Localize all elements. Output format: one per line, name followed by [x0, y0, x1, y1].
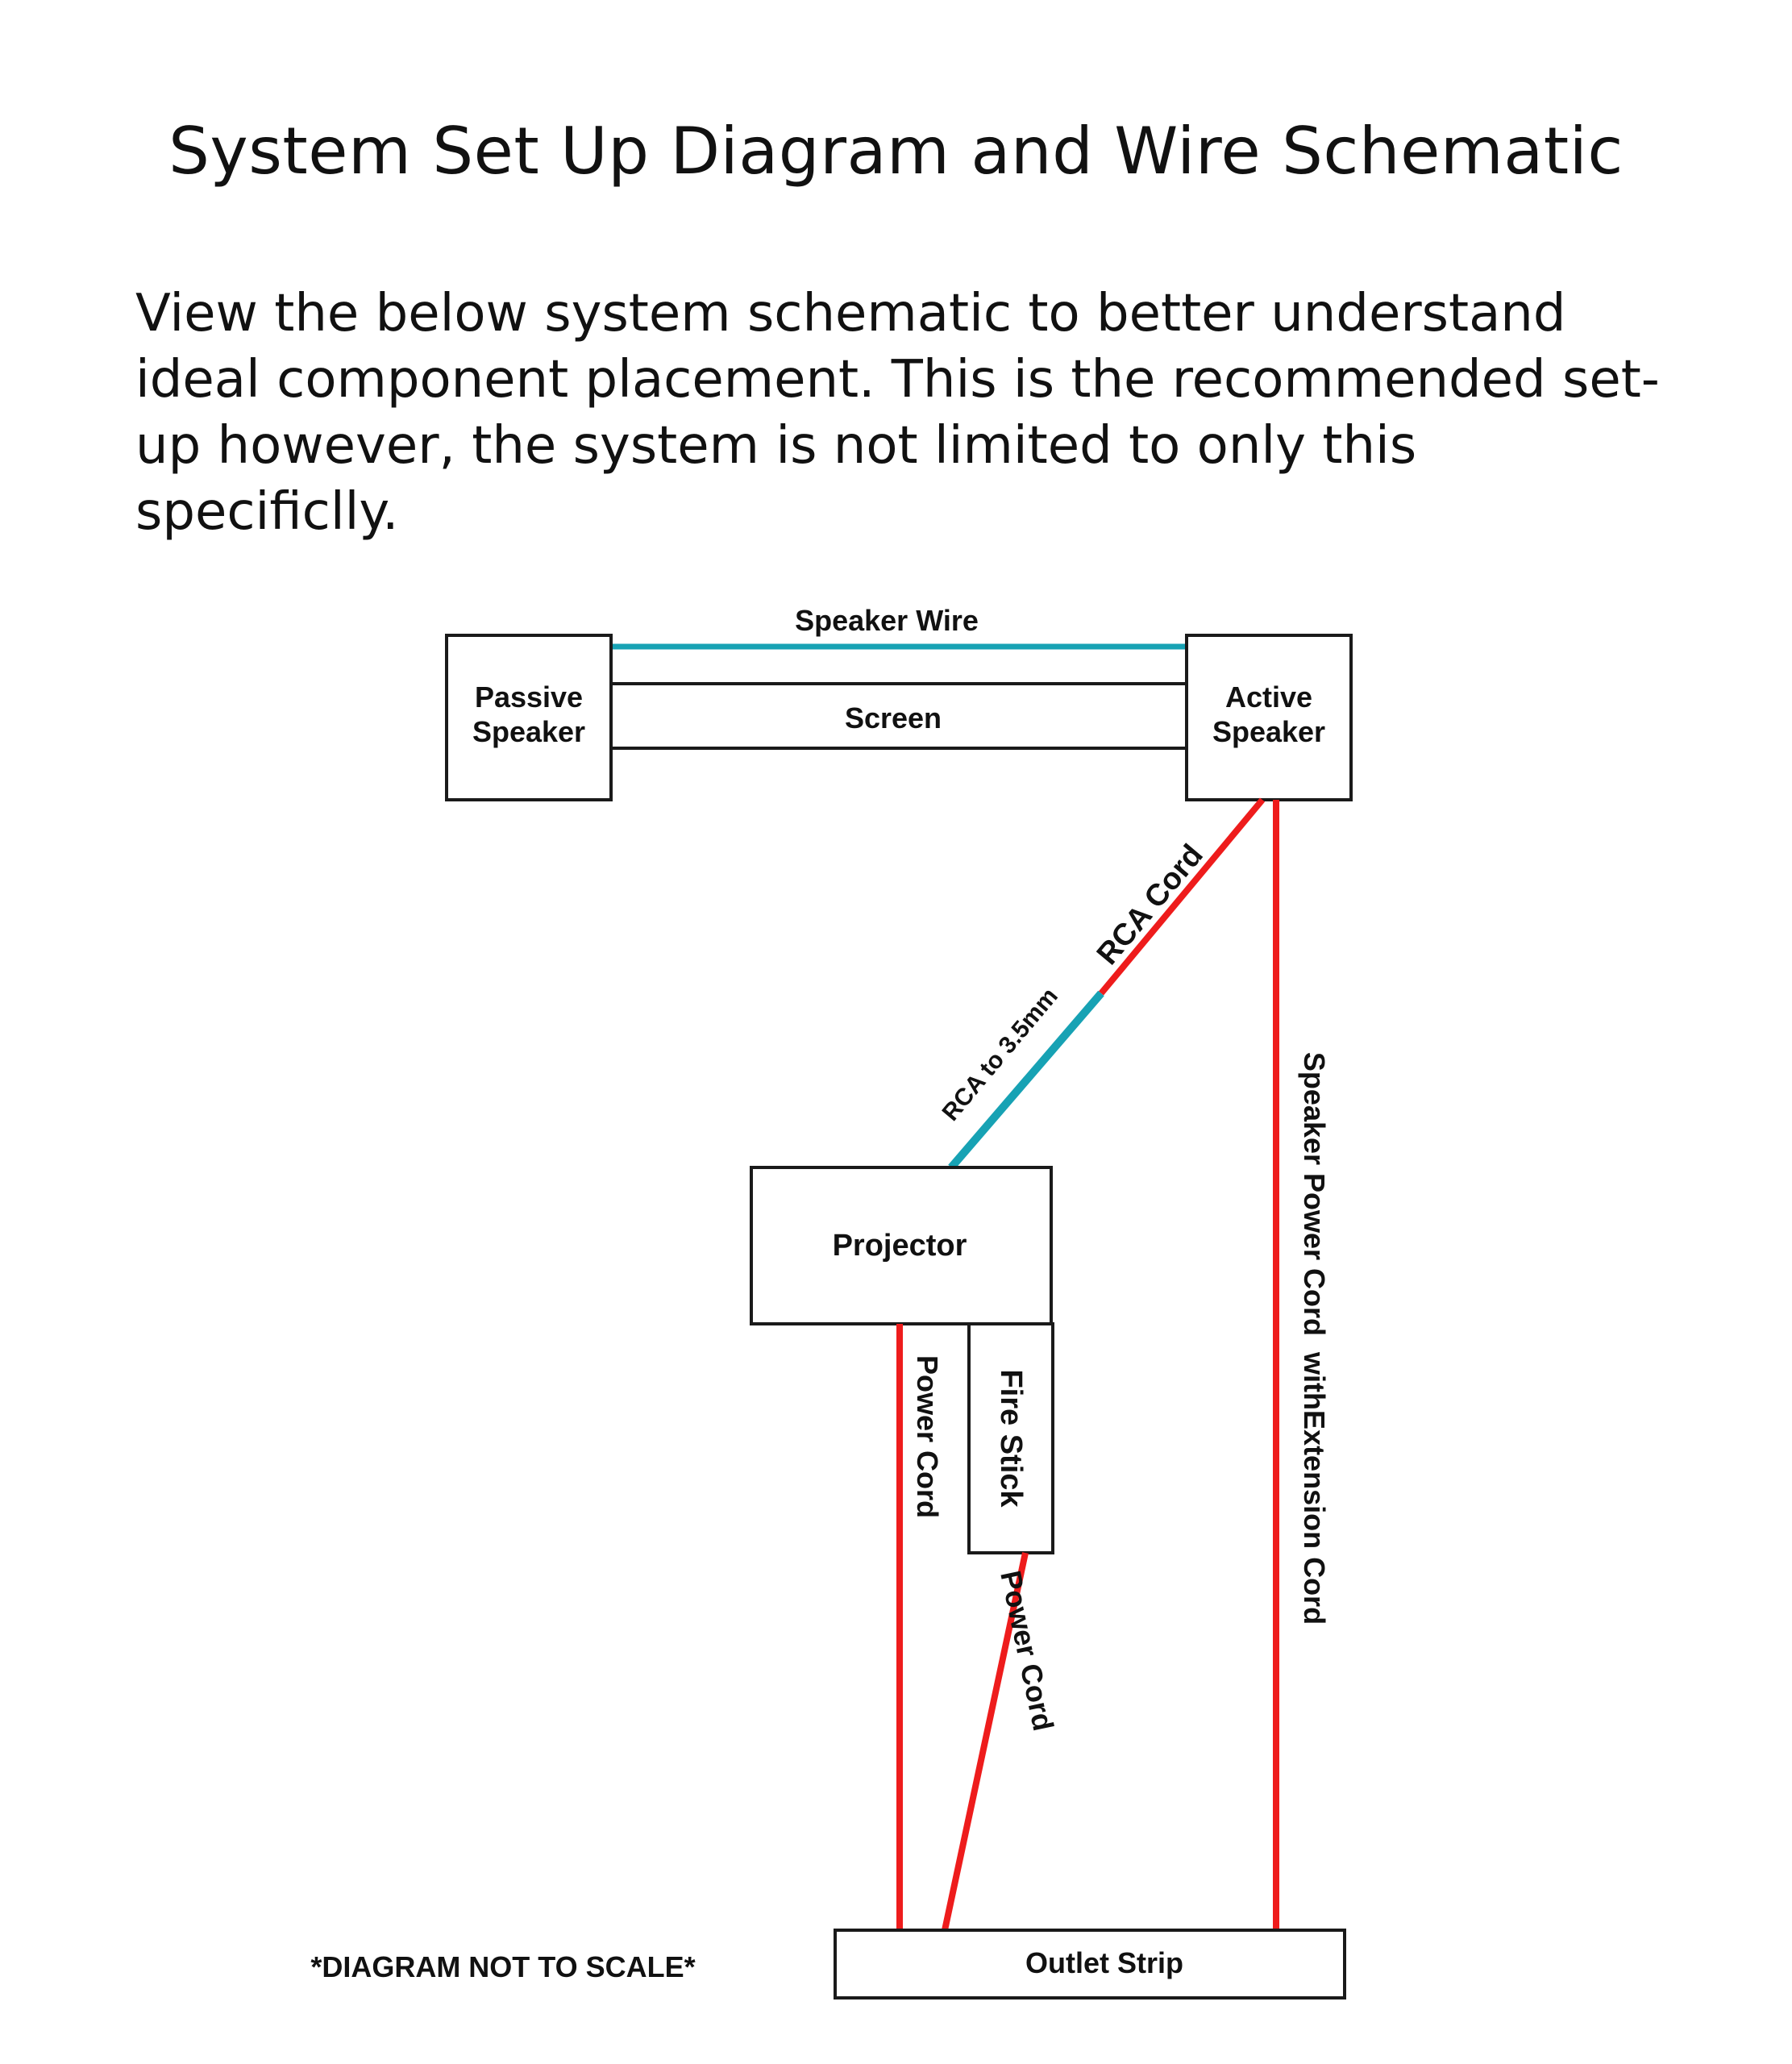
projector-box	[750, 1166, 1053, 1325]
rca-cord-line	[1098, 797, 1266, 996]
projector-label: Projector	[833, 1229, 967, 1263]
outlet-strip-box	[834, 1929, 1346, 2000]
rca-to-35mm-line	[948, 990, 1104, 1171]
rca-cord-label: RCA Cord	[1091, 838, 1210, 972]
intro-paragraph: View the below system schematic to bette…	[135, 284, 1660, 542]
active-speaker-label-line1: Active	[1225, 680, 1312, 714]
passive-speaker-label-line2: Speaker	[472, 715, 585, 748]
active-speaker-box	[1185, 634, 1353, 801]
page-title: System Set Up Diagram and Wire Schematic	[168, 114, 1624, 189]
speaker-wire-label: Speaker Wire	[795, 604, 979, 637]
passive-speaker-label-line1: Passive	[475, 680, 583, 714]
projector-power-cord-label: Power Cord	[911, 1355, 944, 1518]
speaker-power-cord-label: Speaker Power Cord withExtension Cord	[1298, 1052, 1331, 1625]
not-to-scale-note: *DIAGRAM NOT TO SCALE*	[310, 1950, 695, 1983]
screen-label: Screen	[845, 701, 942, 734]
fire-stick-power-cord-line	[942, 1552, 1029, 1931]
fire-stick-label: Fire Stick	[994, 1369, 1028, 1508]
fire-stick-box	[967, 1322, 1054, 1554]
outlet-strip-label: Outlet Strip	[1025, 1946, 1183, 1979]
passive-speaker-box	[445, 634, 613, 801]
active-speaker-label-line2: Speaker	[1212, 715, 1325, 748]
